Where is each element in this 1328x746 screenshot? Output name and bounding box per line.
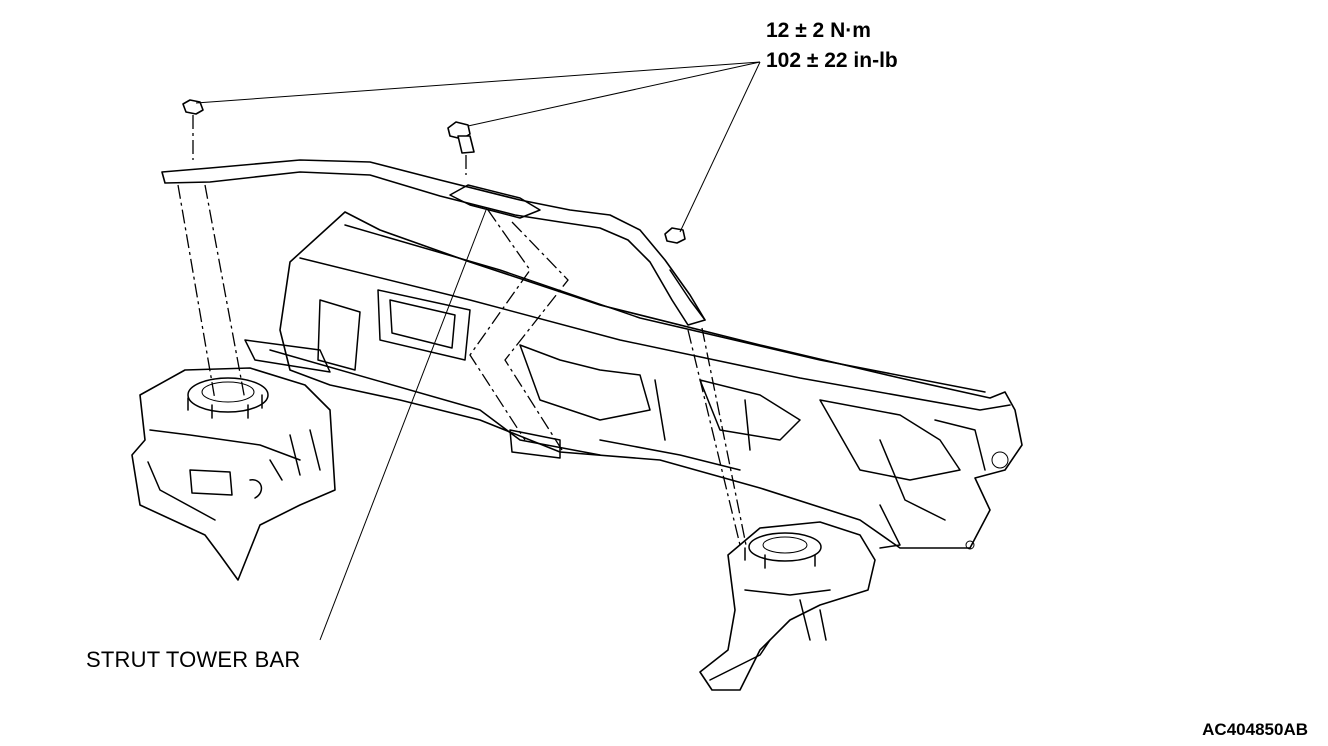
figure-id: AC404850AB — [1202, 720, 1308, 739]
right-strut-tower — [699, 521, 876, 691]
part-label-leader-line — [319, 209, 487, 641]
bolt-right — [664, 227, 686, 244]
torque-leader-lines — [195, 61, 761, 233]
bolt-left — [182, 99, 204, 115]
left-strut-tower — [131, 367, 336, 581]
part-label: STRUT TOWER BAR — [86, 647, 301, 672]
torque-spec-metric: 12 ± 2 N·m — [766, 19, 871, 42]
bolt-center — [447, 121, 475, 154]
cowl-top-panel — [244, 211, 1023, 550]
torque-spec-imperial: 102 ± 22 in-lb — [766, 49, 898, 72]
installation-center-lines — [177, 115, 747, 546]
strut-tower-bar — [161, 159, 706, 326]
